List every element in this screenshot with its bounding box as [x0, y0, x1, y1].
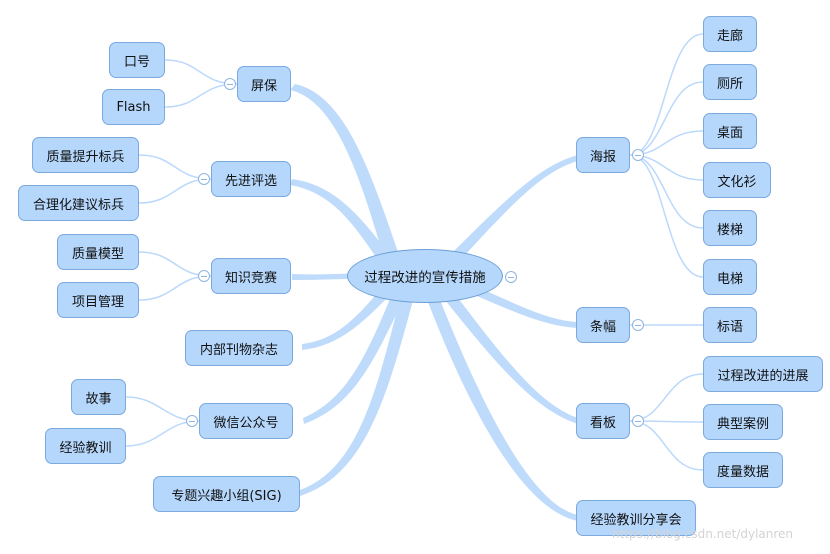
node-desktop[interactable]: 桌面: [703, 113, 757, 149]
node-lessons[interactable]: 经验教训: [45, 428, 126, 464]
collapse-toggle-icon[interactable]: [505, 271, 517, 283]
node-project-management[interactable]: 项目管理: [57, 282, 139, 318]
node-metrics[interactable]: 度量数据: [703, 452, 783, 488]
node-sig[interactable]: 专题兴趣小组(SIG): [153, 476, 300, 512]
collapse-toggle-icon[interactable]: [632, 415, 644, 427]
node-wechat[interactable]: 微信公众号: [199, 403, 293, 439]
node-banner[interactable]: 条幅: [576, 307, 630, 343]
collapse-toggle-icon[interactable]: [632, 149, 644, 161]
node-restroom[interactable]: 厕所: [703, 64, 757, 100]
node-progress[interactable]: 过程改进的进展: [703, 356, 823, 392]
node-selection[interactable]: 先进评选: [211, 161, 291, 197]
center-topic[interactable]: 过程改进的宣传措施: [347, 249, 503, 303]
collapse-toggle-icon[interactable]: [198, 270, 210, 282]
node-flash[interactable]: Flash: [102, 89, 165, 125]
node-slogan-text[interactable]: 标语: [703, 307, 757, 343]
node-suggestion-soldier[interactable]: 合理化建议标兵: [18, 185, 139, 221]
collapse-toggle-icon[interactable]: [198, 173, 210, 185]
node-sharing[interactable]: 经验教训分享会: [576, 500, 696, 536]
node-knowledge-contest[interactable]: 知识竞赛: [211, 258, 291, 294]
node-quality-model[interactable]: 质量模型: [57, 234, 139, 270]
node-elevator[interactable]: 电梯: [703, 259, 757, 295]
node-quality-soldier[interactable]: 质量提升标兵: [32, 137, 139, 173]
node-slogan[interactable]: 口号: [109, 42, 165, 78]
node-screensaver[interactable]: 屏保: [237, 66, 291, 102]
collapse-toggle-icon[interactable]: [224, 78, 236, 90]
node-poster[interactable]: 海报: [576, 137, 630, 173]
collapse-toggle-icon[interactable]: [632, 319, 644, 331]
watermark: https://blog.csdn.net/dylanren: [612, 527, 794, 541]
node-tshirt[interactable]: 文化衫: [703, 162, 771, 198]
node-story[interactable]: 故事: [71, 379, 126, 415]
node-typical-cases[interactable]: 典型案例: [703, 404, 783, 440]
node-corridor[interactable]: 走廊: [703, 16, 757, 52]
node-board[interactable]: 看板: [576, 403, 630, 439]
node-stairs[interactable]: 楼梯: [703, 210, 757, 246]
collapse-toggle-icon[interactable]: [186, 415, 198, 427]
node-internal-journal[interactable]: 内部刊物杂志: [185, 330, 293, 366]
